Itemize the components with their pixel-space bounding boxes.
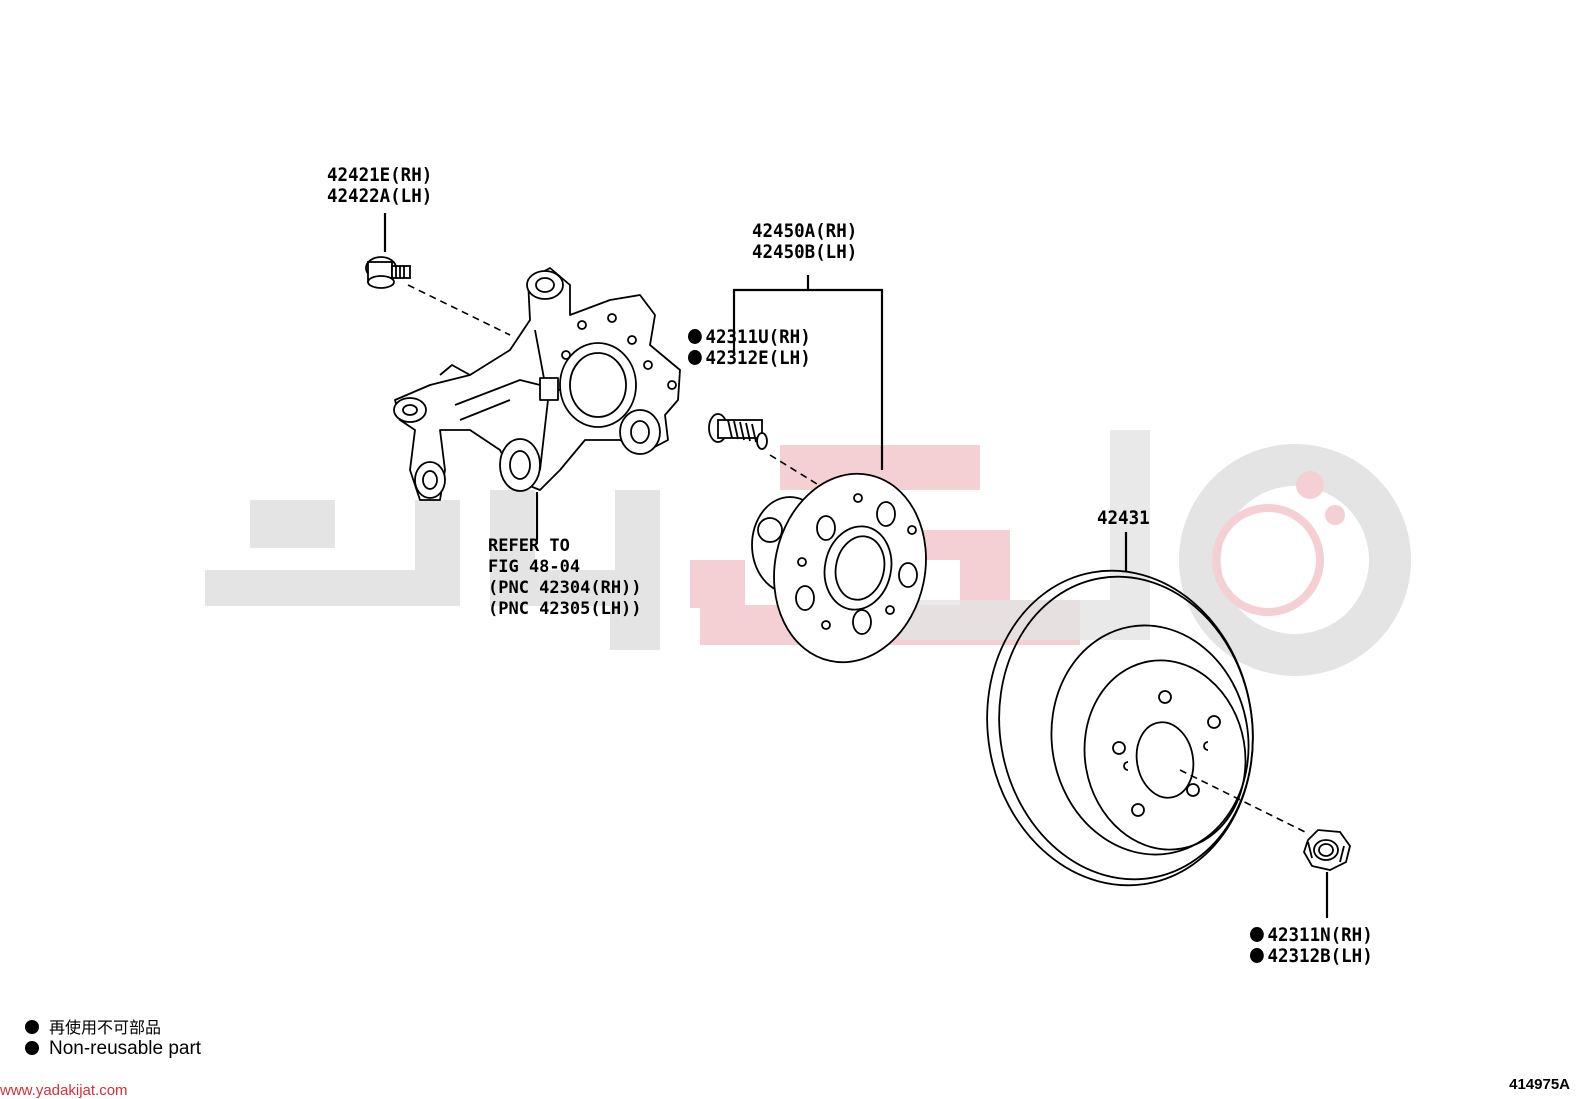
non-reusable-dot-icon	[688, 329, 702, 344]
part-number-rh: 42450A(RH)	[752, 220, 858, 242]
part-number-rh: 42311U(RH)	[705, 326, 811, 348]
website-url[interactable]: www.yadakijat.com	[0, 1082, 128, 1099]
refer-line: REFER TO	[488, 536, 570, 556]
part-number-rh: 42421E(RH)	[327, 164, 433, 186]
knuckle-bolt-label: 42421E(RH) 42422A(LH)	[327, 165, 432, 207]
non-reusable-dot-icon	[688, 350, 702, 365]
figure-number: 414975A	[1509, 1076, 1570, 1093]
part-number-lh: 42422A(LH)	[327, 185, 433, 207]
refer-line: (PNC 42305(LH))	[488, 599, 642, 619]
leader-lines	[383, 213, 1329, 918]
hub-bearing-assembly-drawing	[751, 472, 927, 664]
hub-bolt-label: 42311U(RH) 42312E(LH)	[688, 327, 811, 369]
brake-disc-drawing	[986, 569, 1254, 887]
legend-english-text: Non-reusable part	[49, 1038, 202, 1059]
legend-japanese-text: 再使用不可部品	[49, 1020, 162, 1037]
refer-line: FIG 48-04	[488, 557, 581, 577]
hub-assembly-label: 42450A(RH) 42450B(LH)	[752, 221, 857, 263]
rear-axle-carrier-drawing	[393, 267, 681, 501]
hub-bolt-drawing	[708, 413, 768, 450]
non-reusable-dot-icon	[25, 1041, 39, 1055]
knuckle-bolt-drawing	[365, 256, 411, 289]
refer-line: (PNC 42304(RH))	[488, 578, 642, 598]
part-number-lh: 42450B(LH)	[752, 241, 858, 263]
part-number-lh: 42312B(LH)	[1267, 945, 1373, 967]
hub-nut-label: 42311N(RH) 42312B(LH)	[1250, 925, 1373, 967]
part-number-lh: 42312E(LH)	[705, 347, 811, 369]
legend-english: Non-reusable part	[25, 1038, 201, 1060]
brake-disc-label: 42431	[1097, 507, 1150, 529]
refer-note: REFER TO FIG 48-04 (PNC 42304(RH)) (PNC …	[488, 536, 642, 620]
dashed-assembly-lines	[407, 284, 1306, 833]
hub-nut-drawing	[1303, 829, 1351, 871]
part-number-rh: 42311N(RH)	[1267, 924, 1373, 946]
non-reusable-dot-icon	[1250, 948, 1264, 963]
non-reusable-dot-icon	[25, 1020, 39, 1034]
non-reusable-dot-icon	[1250, 927, 1264, 942]
legend-japanese: 再使用不可部品	[25, 1014, 161, 1038]
